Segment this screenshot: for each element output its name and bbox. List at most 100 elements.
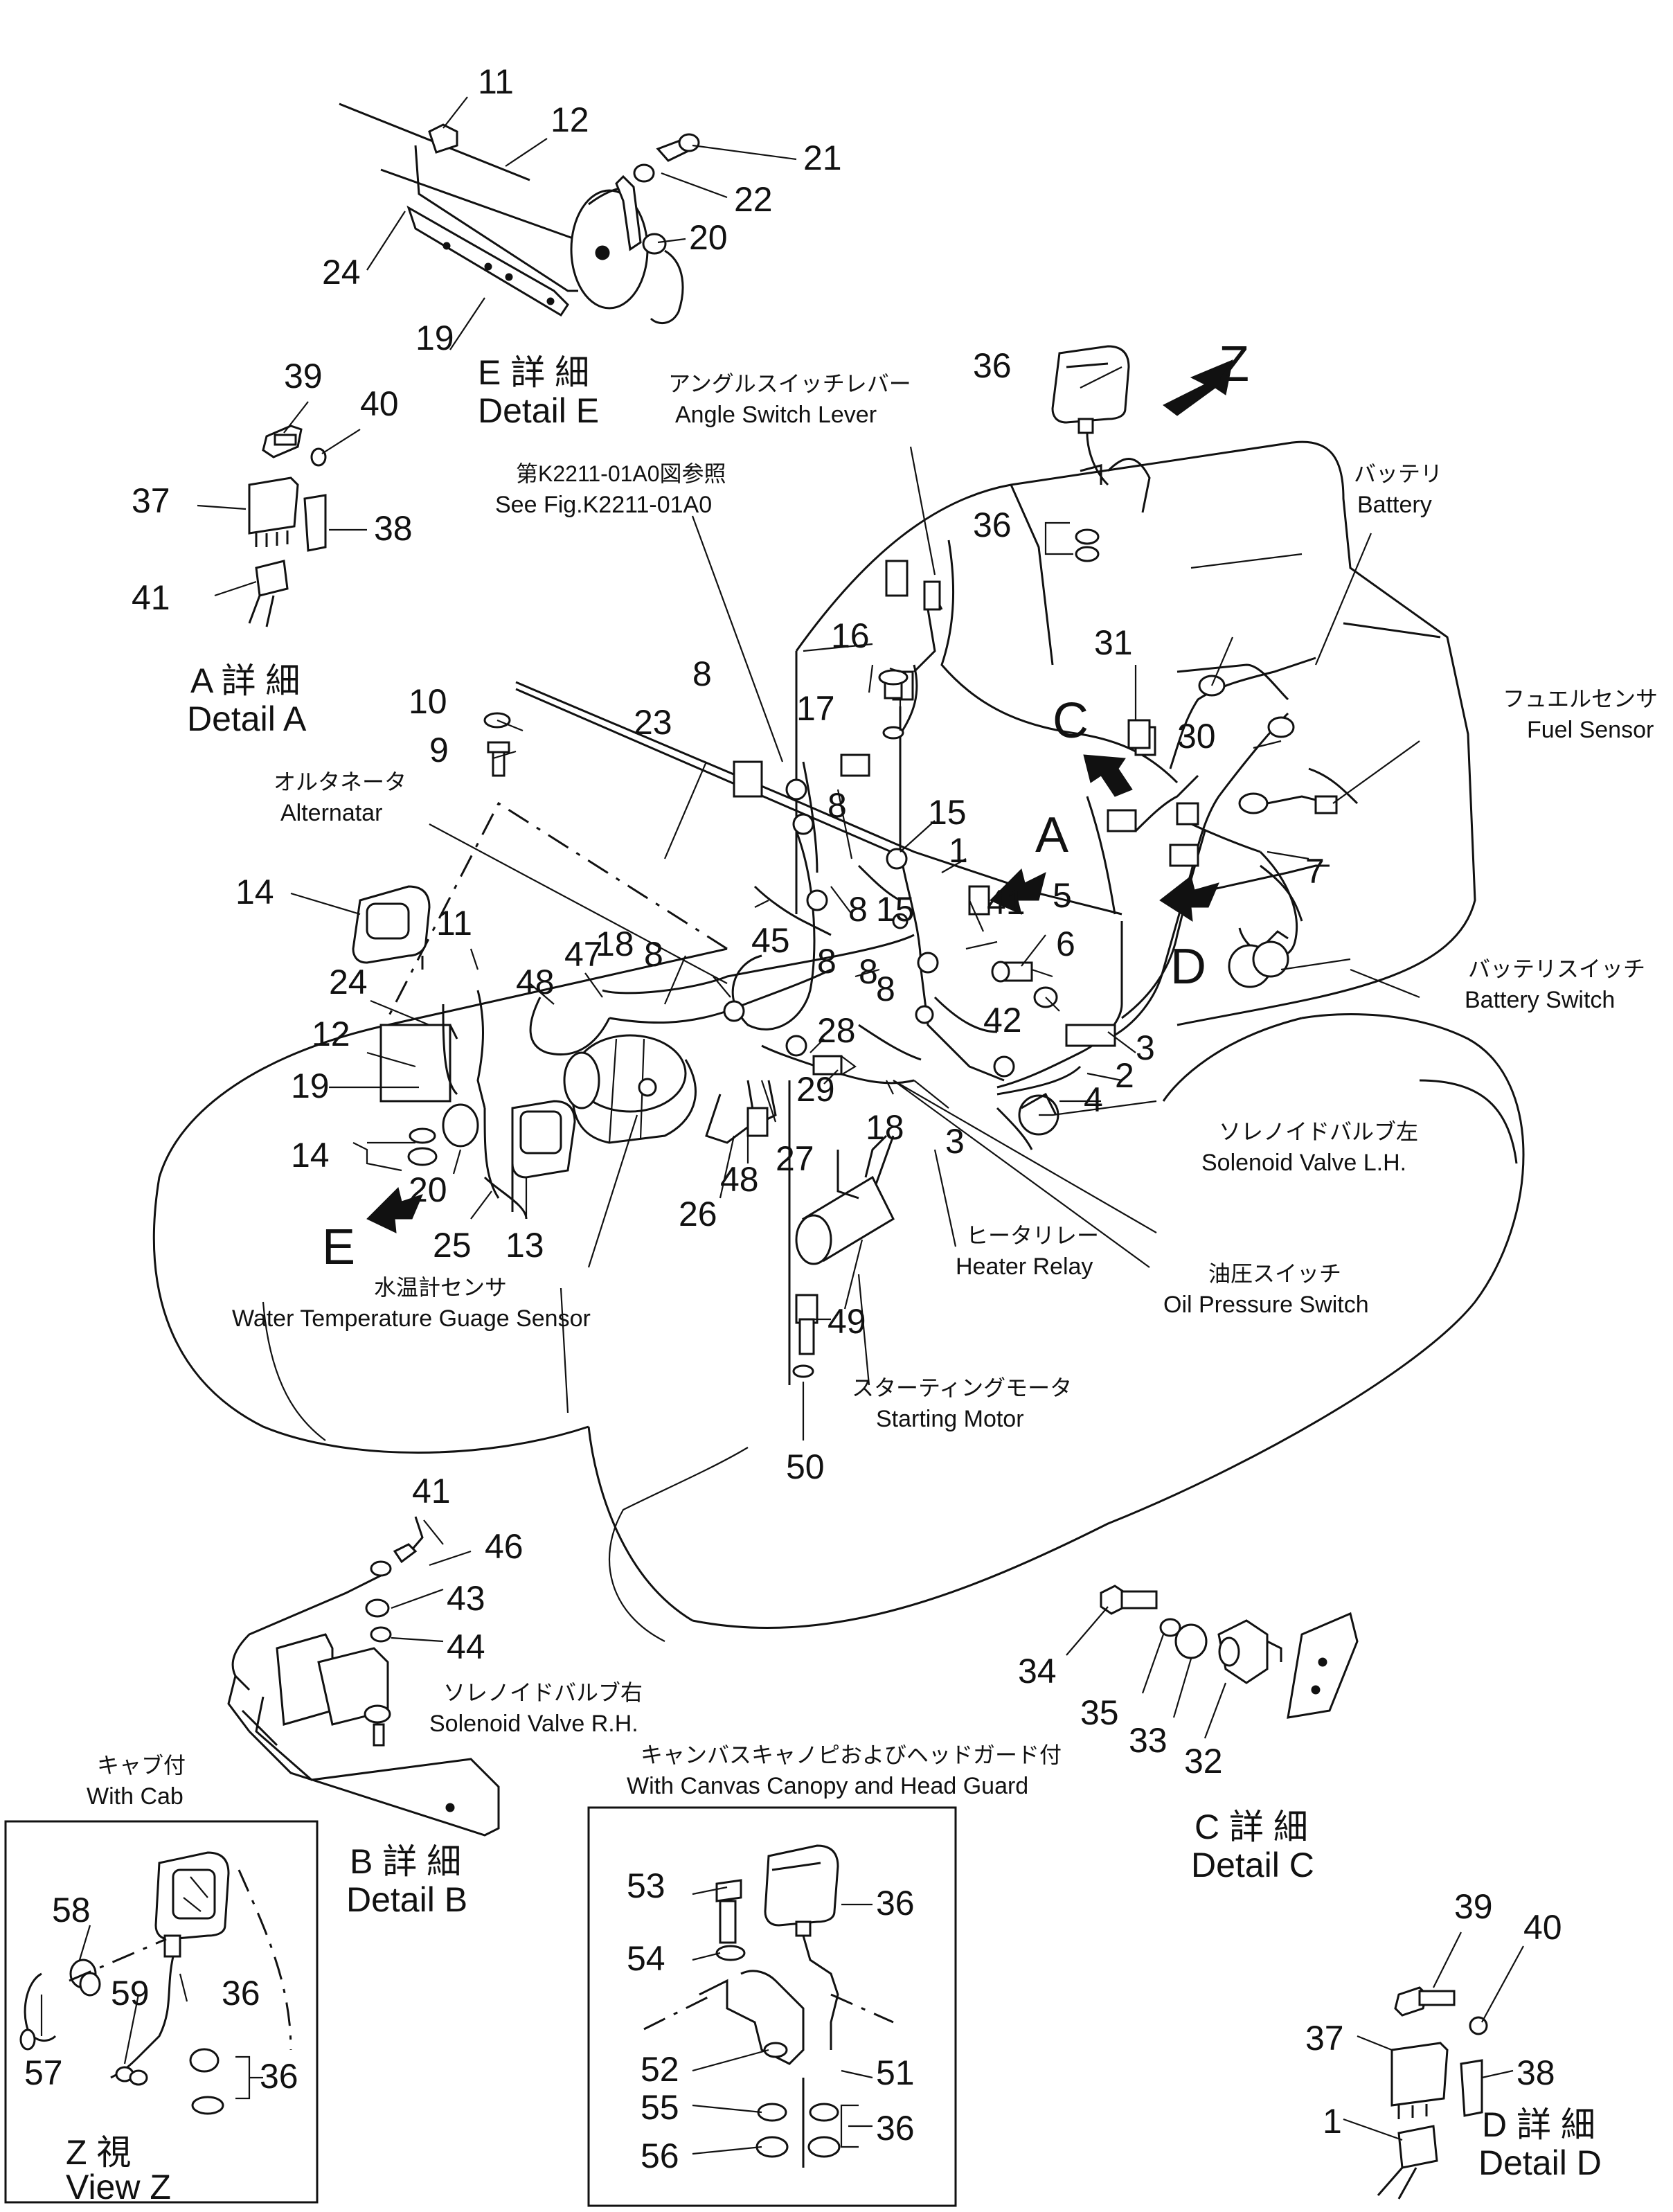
- horn-left: [379, 990, 486, 1148]
- part-number: 36: [222, 1974, 260, 2013]
- detail-titles: E 詳 細 Detail E A 詳 細 Detail A B 詳 細 Deta…: [66, 353, 1602, 2206]
- work-lamp-36-top: [1051, 345, 1151, 562]
- battery-switch: [1228, 930, 1289, 988]
- part-number: 41: [987, 883, 1026, 922]
- part-number: 8: [848, 890, 868, 929]
- detail-d-title-en: Detail D: [1478, 2143, 1602, 2182]
- detail-c-title-jp: C 詳 細: [1195, 1808, 1308, 1846]
- part-number: 46: [485, 1527, 524, 1566]
- fuel-sensor-en: Fuel Sensor: [1527, 717, 1654, 743]
- water-temp-sensor: [638, 1078, 657, 1097]
- part-number: 41: [132, 578, 170, 617]
- part-number: 12: [312, 1015, 350, 1053]
- part-number: 48: [720, 1160, 759, 1199]
- angle-switch-jp: アングルスイッチレバー: [668, 371, 911, 396]
- view-letter-e: E: [322, 1220, 355, 1275]
- water-temp-en: Water Temperature Guage Sensor: [232, 1305, 591, 1332]
- canopy-frame: [587, 1806, 957, 2207]
- detail-c-title-en: Detail C: [1191, 1846, 1314, 1884]
- heater-relay-jp: ヒータリレー: [966, 1223, 1099, 1248]
- detail-a-drawing: [248, 425, 327, 627]
- lamp-13: [483, 1100, 576, 1220]
- part-number: 3: [1136, 1028, 1155, 1067]
- part-number: 50: [786, 1447, 825, 1486]
- starting-motor-en: Starting Motor: [876, 1406, 1024, 1432]
- battery-jp: バッテリ: [1354, 461, 1442, 486]
- part-number: 29: [796, 1070, 835, 1109]
- part-number: 54: [627, 1939, 665, 1978]
- part-number: 58: [52, 1891, 91, 1929]
- see-fig-en: See Fig.K2211-01A0: [495, 492, 712, 518]
- part-number: 31: [1094, 623, 1133, 662]
- view-z-frame: [4, 1820, 319, 2204]
- part-number: 52: [641, 2050, 679, 2089]
- view-z-title-en: View Z: [66, 2168, 171, 2206]
- solenoid-rh-jp: ソレノイドバルブ右: [443, 1680, 643, 1705]
- part-number: 39: [284, 357, 323, 395]
- part-number: 38: [1517, 2053, 1555, 2092]
- part-number: 59: [111, 1974, 150, 2013]
- part-number: 8: [817, 942, 836, 981]
- part-number: 8: [876, 970, 895, 1008]
- part-number: 11: [478, 62, 514, 101]
- detail-c-drawing: [1100, 1585, 1359, 1719]
- canopy-en: With Canvas Canopy and Head Guard: [627, 1773, 1028, 1799]
- part-number: 17: [796, 689, 835, 728]
- part-number: 8: [859, 952, 878, 991]
- part-number: 28: [817, 1011, 856, 1050]
- part-number: 41: [412, 1472, 451, 1510]
- detail-a-title-en: Detail A: [187, 699, 307, 738]
- part-number: 44: [447, 1627, 485, 1666]
- part-number: 37: [132, 481, 170, 520]
- view-arrows: [366, 359, 1233, 1233]
- view-letter-c: C: [1053, 693, 1089, 749]
- part-number: 12: [551, 100, 589, 139]
- cab-jp: キャブ付: [97, 1753, 186, 1778]
- part-number: 16: [831, 616, 870, 655]
- battery-en: Battery: [1357, 492, 1432, 518]
- view-letter-d: D: [1170, 939, 1206, 994]
- part-number: 5: [1053, 876, 1072, 915]
- view-z-title-jp: Z 視: [66, 2133, 131, 2172]
- heater-relay: [795, 1134, 895, 1265]
- part-number: 24: [329, 963, 368, 1001]
- part-number: 27: [776, 1139, 814, 1178]
- see-fig-jp: 第K2211-01A0図参照: [516, 461, 726, 486]
- part-number: 10: [409, 682, 447, 721]
- part-number: 21: [803, 139, 842, 177]
- part-number: 36: [973, 346, 1012, 385]
- headlamp-14: [352, 885, 438, 1166]
- part-number: 8: [827, 786, 847, 825]
- part-number: 36: [260, 2057, 298, 2096]
- part-number: 7: [1305, 852, 1325, 891]
- solenoid-rh-en: Solenoid Valve R.H.: [429, 1711, 638, 1737]
- part-number: 4: [1084, 1080, 1103, 1119]
- part-number: 24: [322, 253, 361, 292]
- angle-switch-lever: [913, 580, 943, 673]
- oil-pressure-en: Oil Pressure Switch: [1163, 1292, 1369, 1318]
- starting-motor: [836, 1150, 859, 1199]
- part-number: 1: [949, 831, 968, 870]
- detail-a-title-jp: A 詳 細: [190, 661, 300, 700]
- part-number: 2: [1115, 1056, 1134, 1095]
- view-letter-z: Z: [1219, 337, 1249, 392]
- fuel-sensor: [1238, 792, 1338, 814]
- part-number: 20: [689, 218, 728, 257]
- part-number: 55: [641, 2088, 679, 2127]
- cab-en: With Cab: [87, 1783, 184, 1810]
- detail-d-drawing: [1377, 1986, 1488, 2200]
- part-number: 42: [983, 1001, 1022, 1040]
- part-number: 36: [876, 1884, 915, 1923]
- starting-motor-jp: スターティングモータ: [852, 1375, 1072, 1400]
- part-number: 51: [876, 2053, 915, 2092]
- water-temp-jp: 水温計センサ: [374, 1275, 507, 1300]
- solenoid-lh-en: Solenoid Valve L.H.: [1201, 1150, 1406, 1176]
- leader-lines: [40, 96, 1524, 2155]
- part-number: 18: [596, 925, 634, 963]
- part-number: 32: [1184, 1742, 1223, 1781]
- part-number: 1: [1323, 2102, 1342, 2141]
- part-number: 33: [1129, 1721, 1167, 1760]
- alternator: [563, 1034, 697, 1144]
- part-number: 45: [751, 921, 790, 960]
- bracket-26-27: [705, 1080, 777, 1144]
